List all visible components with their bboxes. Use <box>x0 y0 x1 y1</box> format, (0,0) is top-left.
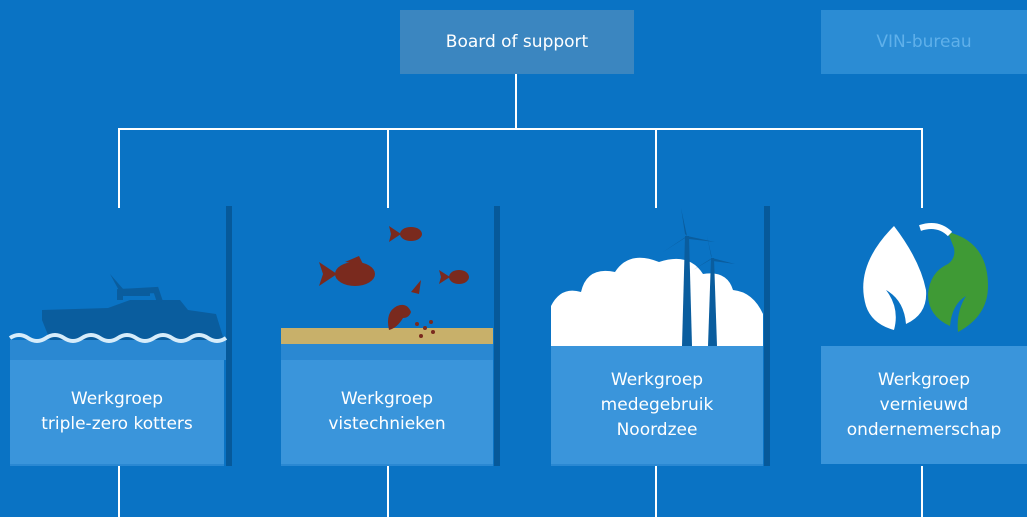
card-shadow <box>764 206 770 466</box>
vin-bureau-box: VIN-bureau <box>821 10 1027 74</box>
group-label-box: Werkgroep vernieuwd ondernemerschap <box>821 346 1027 464</box>
card-shadow <box>226 206 232 466</box>
group-label-box: Werkgroep medegebruik Noordzee <box>551 346 763 464</box>
group-title: Werkgroep <box>610 369 704 390</box>
group-title: Werkgroep <box>70 389 164 409</box>
connector-trunk <box>515 74 517 129</box>
connector-horizontal <box>118 128 923 130</box>
fish-seabed-icon <box>281 226 493 344</box>
board-of-support-box: Board of support <box>400 10 634 74</box>
connector-drop-1 <box>118 128 120 208</box>
wind-turbine-icon <box>551 208 763 346</box>
boat-icon <box>8 274 228 360</box>
connector-bottom-4 <box>921 466 923 517</box>
vin-bureau-label: VIN-bureau <box>876 32 972 52</box>
connector-drop-4 <box>921 128 923 208</box>
connector-drop-2 <box>387 128 389 208</box>
group-subtitle-2: Noordzee <box>616 419 698 440</box>
card-shadow <box>494 206 500 466</box>
group-subtitle: medegebruik <box>600 394 714 415</box>
connector-drop-3 <box>655 128 657 208</box>
group-label-box: Werkgroep triple-zero kotters <box>10 360 224 464</box>
group-subtitle: vernieuwd <box>879 394 969 415</box>
board-of-support-label: Board of support <box>445 32 589 52</box>
group-subtitle: vistechnieken <box>328 414 446 434</box>
group-title: Werkgroep <box>340 389 434 409</box>
connector-bottom-1 <box>118 466 120 517</box>
group-subtitle: triple-zero kotters <box>41 414 193 434</box>
connector-bottom-2 <box>387 466 389 517</box>
group-subtitle-2: ondernemerschap <box>846 419 1002 440</box>
connector-bottom-3 <box>655 466 657 517</box>
group-title: Werkgroep <box>877 369 971 390</box>
group-label-box: Werkgroep vistechnieken <box>281 360 493 464</box>
leaf-icon <box>863 223 988 332</box>
